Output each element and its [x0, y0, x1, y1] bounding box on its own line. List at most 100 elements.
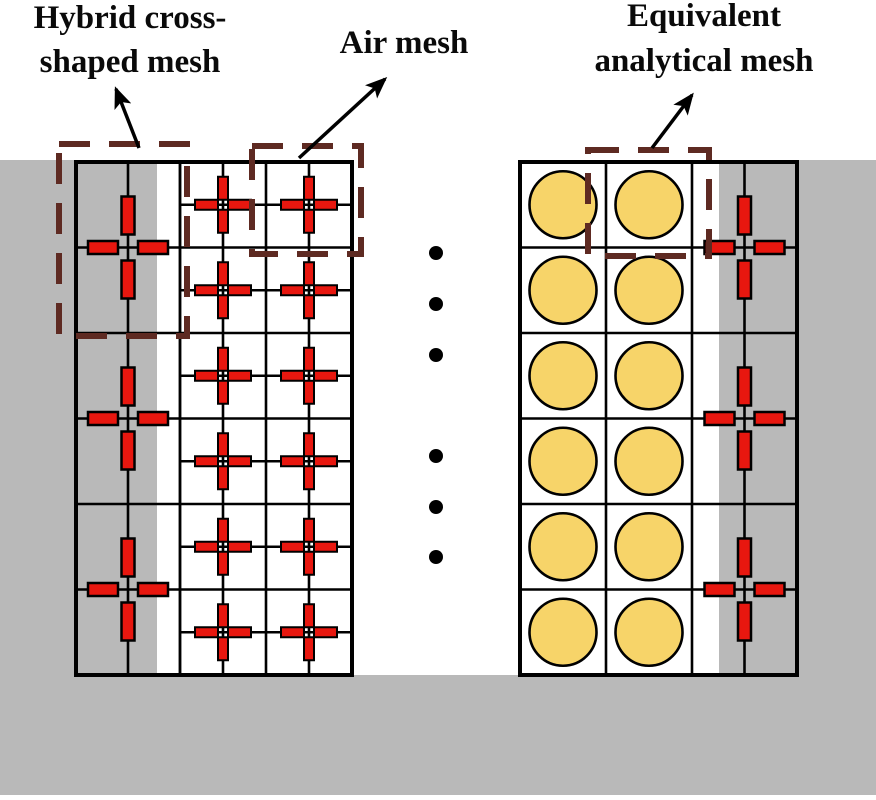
air-cross-arm-bottom	[217, 379, 229, 405]
air-cross-arm-right	[227, 455, 252, 468]
air-cross-arm-top	[217, 175, 229, 201]
air-cross-arm-top	[217, 346, 229, 372]
equivalent-pitch-circle	[614, 340, 684, 411]
air-cross-arm-bottom	[217, 465, 229, 491]
dashed-highlight-hybrid-region	[56, 141, 190, 339]
ellipsis-dot	[429, 348, 443, 362]
air-mesh-label: Air mesh	[340, 25, 469, 61]
hybrid-cross-arm-top	[120, 366, 136, 407]
air-cross-arm-top	[217, 261, 229, 287]
air-cross-arm-left	[194, 198, 219, 211]
hybrid-cross-arm-top	[736, 195, 753, 236]
air-cross-arm-right	[313, 626, 338, 639]
hybrid-cross-arm-left	[703, 581, 736, 598]
air-cross-arm-left	[194, 284, 219, 297]
ellipsis-dot	[429, 246, 443, 260]
hybrid-cross-arm-right	[136, 239, 170, 256]
hybrid-cross-arm-right	[753, 239, 786, 256]
hybrid-mesh-label-line2: shaped mesh	[40, 44, 221, 80]
equivalent-label-arrow	[650, 92, 694, 150]
equivalent-pitch-circle	[528, 597, 598, 668]
hybrid-cross-arm-bottom	[120, 259, 136, 300]
air-cross-arm-bottom	[303, 379, 315, 405]
hybrid-mesh-label-line1: Hybrid cross-	[34, 0, 227, 36]
hybrid-cross-arm-left	[86, 410, 120, 427]
hybrid-cross-arm-right	[753, 410, 786, 427]
air-cross-arm-top	[217, 517, 229, 543]
air-label-arrow	[297, 76, 388, 160]
air-cross-arm-top	[303, 432, 315, 458]
air-cross-arm-bottom	[217, 636, 229, 662]
air-cross-arm-left	[280, 284, 305, 297]
air-cross-arm-left	[280, 198, 305, 211]
air-cross-arm-bottom	[217, 550, 229, 576]
air-cross-arm-left	[280, 455, 305, 468]
hybrid-cross-arm-left	[703, 410, 736, 427]
air-cross-arm-top	[303, 517, 315, 543]
air-cross-arm-right	[313, 369, 338, 382]
ellipsis-dot	[429, 550, 443, 564]
air-cross-arm-right	[313, 540, 338, 553]
air-cross-arm-right	[313, 455, 338, 468]
air-cross-arm-bottom	[303, 294, 315, 320]
equivalent-pitch-circle	[528, 340, 598, 411]
equivalent-pitch-circle	[528, 169, 598, 240]
air-cross-arm-right	[227, 540, 252, 553]
equivalent-mesh-label-line1: Equivalent	[627, 0, 781, 34]
air-cross-arm-right	[313, 198, 338, 211]
ellipsis-dot	[429, 449, 443, 463]
hybrid-cross-arm-bottom	[120, 601, 136, 642]
air-cross-arm-bottom	[217, 294, 229, 320]
air-cross-arm-top	[303, 346, 315, 372]
air-cross-arm-left	[194, 369, 219, 382]
hybrid-cross-arm-left	[86, 581, 120, 598]
hybrid-cross-arm-bottom	[736, 430, 753, 471]
air-cross-arm-top	[303, 261, 315, 287]
air-cross-arm-left	[194, 455, 219, 468]
air-cross-arm-top	[217, 432, 229, 458]
air-cross-arm-bottom	[303, 550, 315, 576]
equivalent-pitch-circle	[614, 426, 684, 497]
hybrid-cross-arm-right	[136, 410, 170, 427]
air-cross-arm-top	[217, 603, 229, 629]
hybrid-label-arrow	[114, 86, 141, 149]
equivalent-pitch-circle	[614, 597, 684, 668]
annotations: Hybrid cross- shaped mesh Air mesh Equiv…	[34, 0, 814, 339]
ellipsis-dot	[429, 297, 443, 311]
air-cross-arm-right	[227, 284, 252, 297]
air-cross-arm-right	[313, 284, 338, 297]
air-cross-arm-left	[280, 540, 305, 553]
hybrid-cross-arm-bottom	[736, 259, 753, 300]
equivalent-pitch-circle	[528, 255, 598, 326]
air-cross-arm-left	[280, 369, 305, 382]
equivalent-pitch-circle	[614, 169, 684, 240]
hybrid-cross-arm-right	[136, 581, 170, 598]
hybrid-cross-arm-top	[120, 537, 136, 578]
air-cross-arm-top	[303, 603, 315, 629]
air-cross-arm-right	[227, 369, 252, 382]
air-cross-arm-bottom	[217, 208, 229, 234]
equivalent-mesh-label-line2: analytical mesh	[594, 43, 813, 79]
equivalent-pitch-circle	[528, 511, 598, 582]
air-cross-arm-bottom	[303, 636, 315, 662]
ellipsis-dot	[429, 500, 443, 514]
air-cross-arm-bottom	[303, 208, 315, 234]
dashed-highlight-air-region	[249, 143, 364, 257]
air-cross-arm-right	[227, 198, 252, 211]
dashed-highlight-equivalent-region	[585, 147, 712, 259]
equivalent-pitch-circle	[614, 511, 684, 582]
hybrid-cross-arm-top	[736, 537, 753, 578]
hybrid-cross-arm-bottom	[736, 601, 753, 642]
hybrid-cross-arm-top	[120, 195, 136, 236]
left-mesh-outline	[74, 160, 354, 677]
hybrid-cross-arm-right	[753, 581, 786, 598]
air-cross-arm-bottom	[303, 465, 315, 491]
hybrid-cross-arm-bottom	[120, 430, 136, 471]
air-cross-arm-left	[194, 626, 219, 639]
equivalent-pitch-circle	[614, 255, 684, 326]
air-cross-arm-top	[303, 175, 315, 201]
right-mesh-outline	[518, 160, 799, 677]
ground-region	[0, 160, 876, 795]
